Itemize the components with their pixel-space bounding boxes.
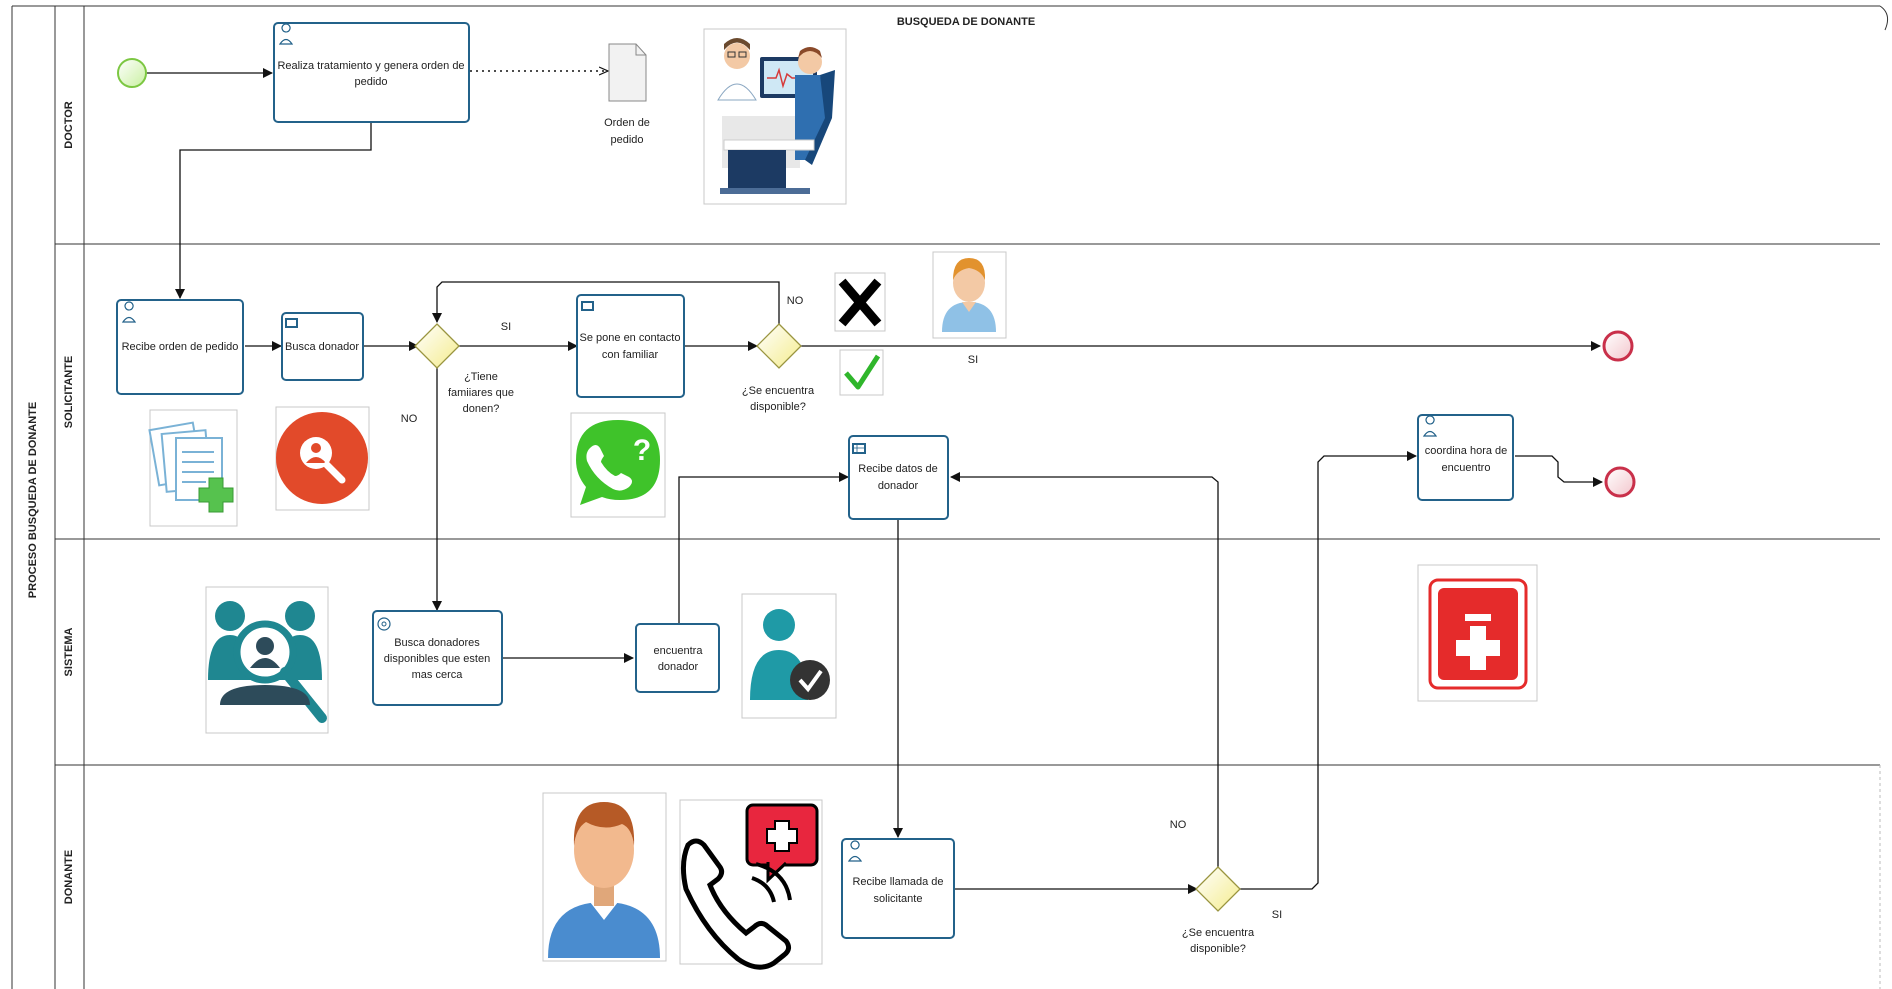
end-event-solicitante[interactable] <box>1602 330 1634 362</box>
manual-task-icon <box>285 318 298 328</box>
user-verified-icon <box>741 593 837 719</box>
first-aid-kit-icon <box>1417 564 1538 702</box>
people-search-icon <box>205 586 329 734</box>
business-rule-task-icon <box>852 443 866 454</box>
flow-gateway3-no <box>950 472 1219 868</box>
label-si-donante: SI <box>1272 909 1282 921</box>
flow-loop-no <box>432 281 780 326</box>
lane-solicitante-label: SOLICITANTE <box>63 356 75 429</box>
task-label: Recibe orden de pedido <box>122 341 239 353</box>
search-user-icon <box>275 406 370 511</box>
task-recibe-orden[interactable]: Recibe orden de pedido <box>116 299 244 395</box>
medical-documents-icon <box>148 409 238 527</box>
phone-question-icon: ? <box>570 412 666 518</box>
flow-coordina-to-end <box>1515 455 1603 487</box>
flow-realiza-to-recibe <box>175 123 372 299</box>
svg-text:?: ? <box>633 434 651 467</box>
user-task-icon <box>1422 415 1438 437</box>
user-task-icon <box>847 840 863 862</box>
lane-donante-label: DONANTE <box>63 850 75 904</box>
check-mark-icon <box>839 349 884 396</box>
pool <box>11 5 1889 989</box>
diagram-title: BUSQUEDA DE DONANTE <box>897 16 1035 28</box>
user-task-icon <box>121 301 137 323</box>
task-label: Busca donador <box>285 341 359 353</box>
lane-sistema-label: SISTEMA <box>63 628 75 677</box>
sequence-flows <box>147 71 1603 894</box>
label-no-familiares: NO <box>401 413 418 425</box>
cross-mark-icon <box>834 272 886 332</box>
flow-gateway3-si <box>1239 451 1417 890</box>
person-avatar-icon <box>932 251 1007 339</box>
manual-task-icon <box>581 301 594 311</box>
label-no-donante: NO <box>1170 819 1187 831</box>
task-busca-donador[interactable]: Busca donador <box>281 312 364 381</box>
doctor-patient-monitor-icon <box>703 28 847 205</box>
start-event[interactable] <box>117 58 147 88</box>
service-task-icon <box>377 617 391 631</box>
lane-doctor-label: DOCTOR <box>63 101 75 149</box>
end-event-encuentro[interactable] <box>1604 466 1636 498</box>
label-si-solicitante: SI <box>968 354 978 366</box>
user-task-icon <box>278 23 294 45</box>
flow-encuentra-to-datos <box>678 472 849 625</box>
donor-portrait-icon <box>542 792 667 962</box>
label-si-familiares: SI <box>501 321 511 333</box>
label-no-loop: NO <box>787 295 804 307</box>
pool-label: PROCESO BUSQUEDA DE DONANTE <box>27 402 39 598</box>
phone-medical-call-icon <box>679 799 823 970</box>
